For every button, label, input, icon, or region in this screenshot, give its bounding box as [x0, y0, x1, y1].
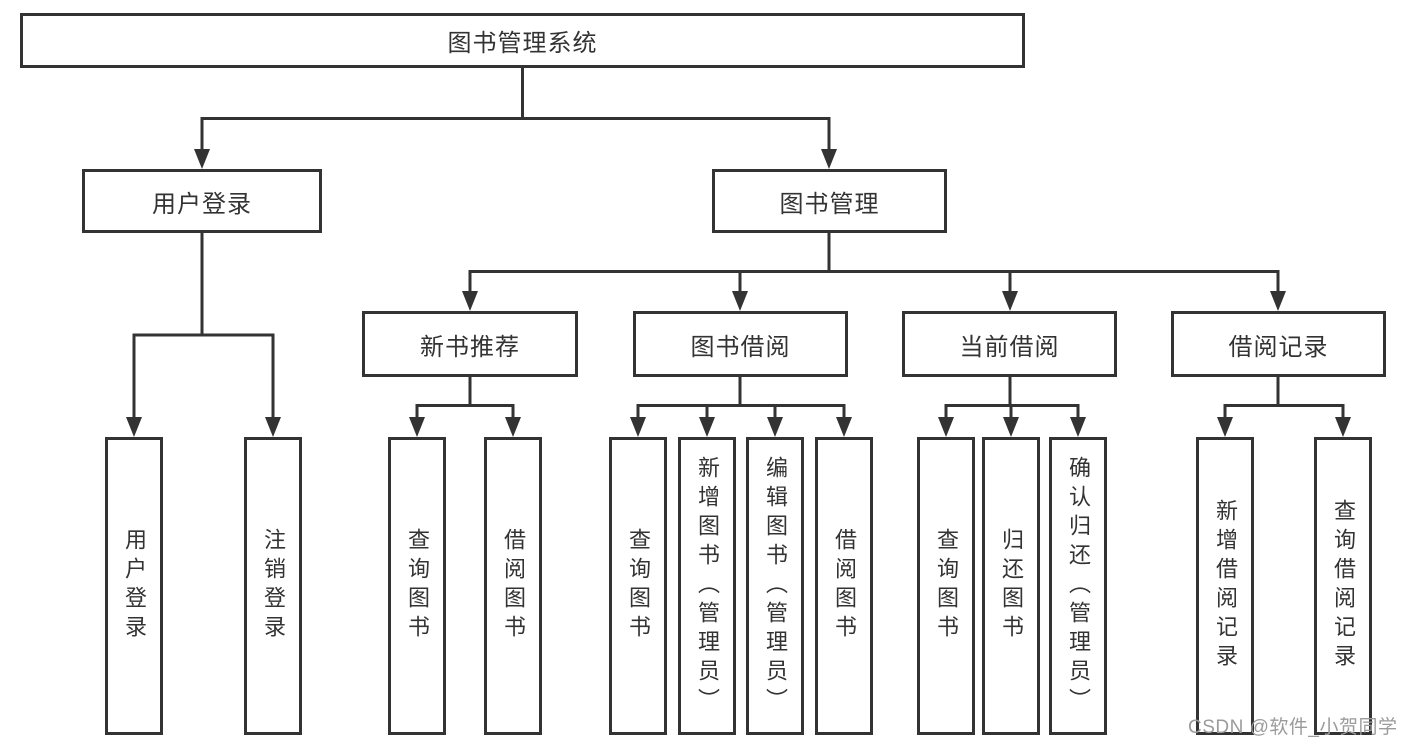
leaf-cb-return-books: 归还图书	[982, 437, 1040, 735]
leaf-bb-borrow-books: 借阅图书	[815, 437, 873, 735]
leaf-bb-add-books-admin: 新增图书（管理员）	[678, 437, 736, 735]
node-new-book-recommend: 新书推荐	[362, 311, 578, 377]
node-borrow-records: 借阅记录	[1171, 311, 1386, 377]
node-book-management: 图书管理	[712, 169, 947, 233]
leaf-cb-query-books: 查询图书	[917, 437, 975, 735]
leaf-bb-edit-books-admin: 编辑图书（管理员）	[746, 437, 804, 735]
node-user-login: 用户登录	[82, 169, 322, 233]
csdn-watermark: CSDN @软件_小贺同学	[1188, 717, 1398, 738]
node-root: 图书管理系统	[20, 13, 1025, 68]
leaf-br-add-record: 新增借阅记录	[1196, 437, 1254, 735]
leaf-br-query-record: 查询借阅记录	[1314, 437, 1372, 735]
leaf-nbr-borrow-books: 借阅图书	[484, 437, 542, 735]
leaf-bb-query-books: 查询图书	[609, 437, 667, 735]
leaf-logout: 注销登录	[244, 437, 302, 735]
leaf-cb-confirm-return-admin: 确认归还（管理员）	[1049, 437, 1107, 735]
leaf-nbr-query-books: 查询图书	[388, 437, 446, 735]
node-book-borrow: 图书借阅	[633, 311, 848, 377]
node-current-borrow: 当前借阅	[902, 311, 1117, 377]
leaf-user-login: 用户登录	[105, 437, 163, 735]
